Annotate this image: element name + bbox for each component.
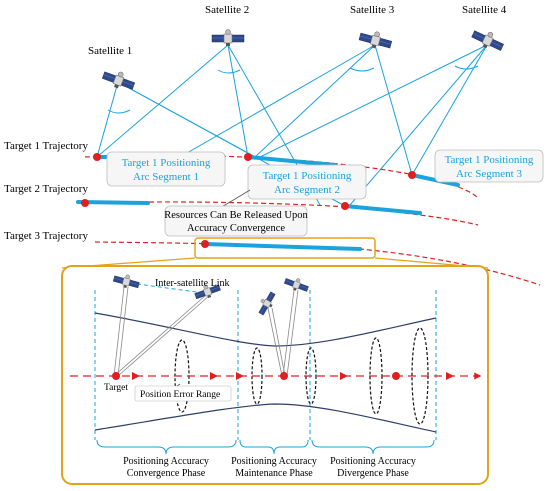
detail-target-dots xyxy=(112,372,400,380)
arc-label-3: Target 1 Positioning Arc Segment 3 xyxy=(434,149,544,183)
satellite-3-label: Satellite 3 xyxy=(350,4,395,16)
inter-satellite-link xyxy=(129,282,205,294)
trajectory-2-label: Target 2 Trajectory xyxy=(4,183,88,195)
link-label: Inter-satellite Link xyxy=(155,278,230,289)
beam-lines xyxy=(96,44,488,207)
target-label: Target xyxy=(104,383,128,393)
error-range-label: Position Error Range xyxy=(140,390,220,400)
arc-label-2: Target 1 Positioning Arc Segment 2 xyxy=(247,164,367,200)
satellite-2 xyxy=(211,29,245,47)
target-dots-upper xyxy=(81,153,416,248)
zoom-source-box xyxy=(194,237,376,259)
phase-1-line2: Convergence Phase xyxy=(127,468,206,479)
detail-beams xyxy=(113,286,299,377)
detail-frame xyxy=(61,265,489,485)
release-note-line1: Resources Can Be Released Upon xyxy=(164,210,308,221)
phase-3-line2: Divergence Phase xyxy=(337,468,409,479)
phase-braces xyxy=(96,439,435,455)
phase-3-line1: Positioning Accuracy xyxy=(330,456,416,467)
satellite-4 xyxy=(469,25,507,55)
phase-2-line2: Maintenance Phase xyxy=(235,468,313,479)
release-note-line2: Accuracy Convergence xyxy=(187,223,285,234)
arc-label-2-line1: Target 1 Positioning xyxy=(263,170,352,182)
satellite-2-label: Satellite 2 xyxy=(205,4,249,16)
phase-1-line1: Positioning Accuracy xyxy=(123,456,209,467)
satellite-1-label: Satellite 1 xyxy=(88,45,132,57)
arc-label-1-line2: Arc Segment 1 xyxy=(133,171,199,183)
trajectory-3-label: Target 3 Trajectory xyxy=(4,230,88,242)
satellite-1 xyxy=(100,66,138,94)
arc-label-3-line1: Target 1 Positioning xyxy=(445,154,534,166)
error-range-box xyxy=(134,385,232,402)
error-envelope xyxy=(94,312,437,433)
satellite-4-label: Satellite 4 xyxy=(462,4,507,16)
phase-2-line1: Positioning Accuracy xyxy=(231,456,317,467)
phase-separators xyxy=(94,290,437,440)
arc-label-2-line2: Arc Segment 2 xyxy=(274,184,340,196)
release-note: Resources Can Be Released Upon Accuracy … xyxy=(164,189,308,237)
arc-label-1: Target 1 Positioning Arc Segment 1 xyxy=(106,151,226,187)
arc-label-1-line1: Target 1 Positioning xyxy=(122,157,211,169)
arc-label-3-line2: Arc Segment 3 xyxy=(456,168,522,180)
detail-arrowheads xyxy=(132,372,454,380)
trajectory-1-label: Target 1 Trajectory xyxy=(4,140,88,152)
